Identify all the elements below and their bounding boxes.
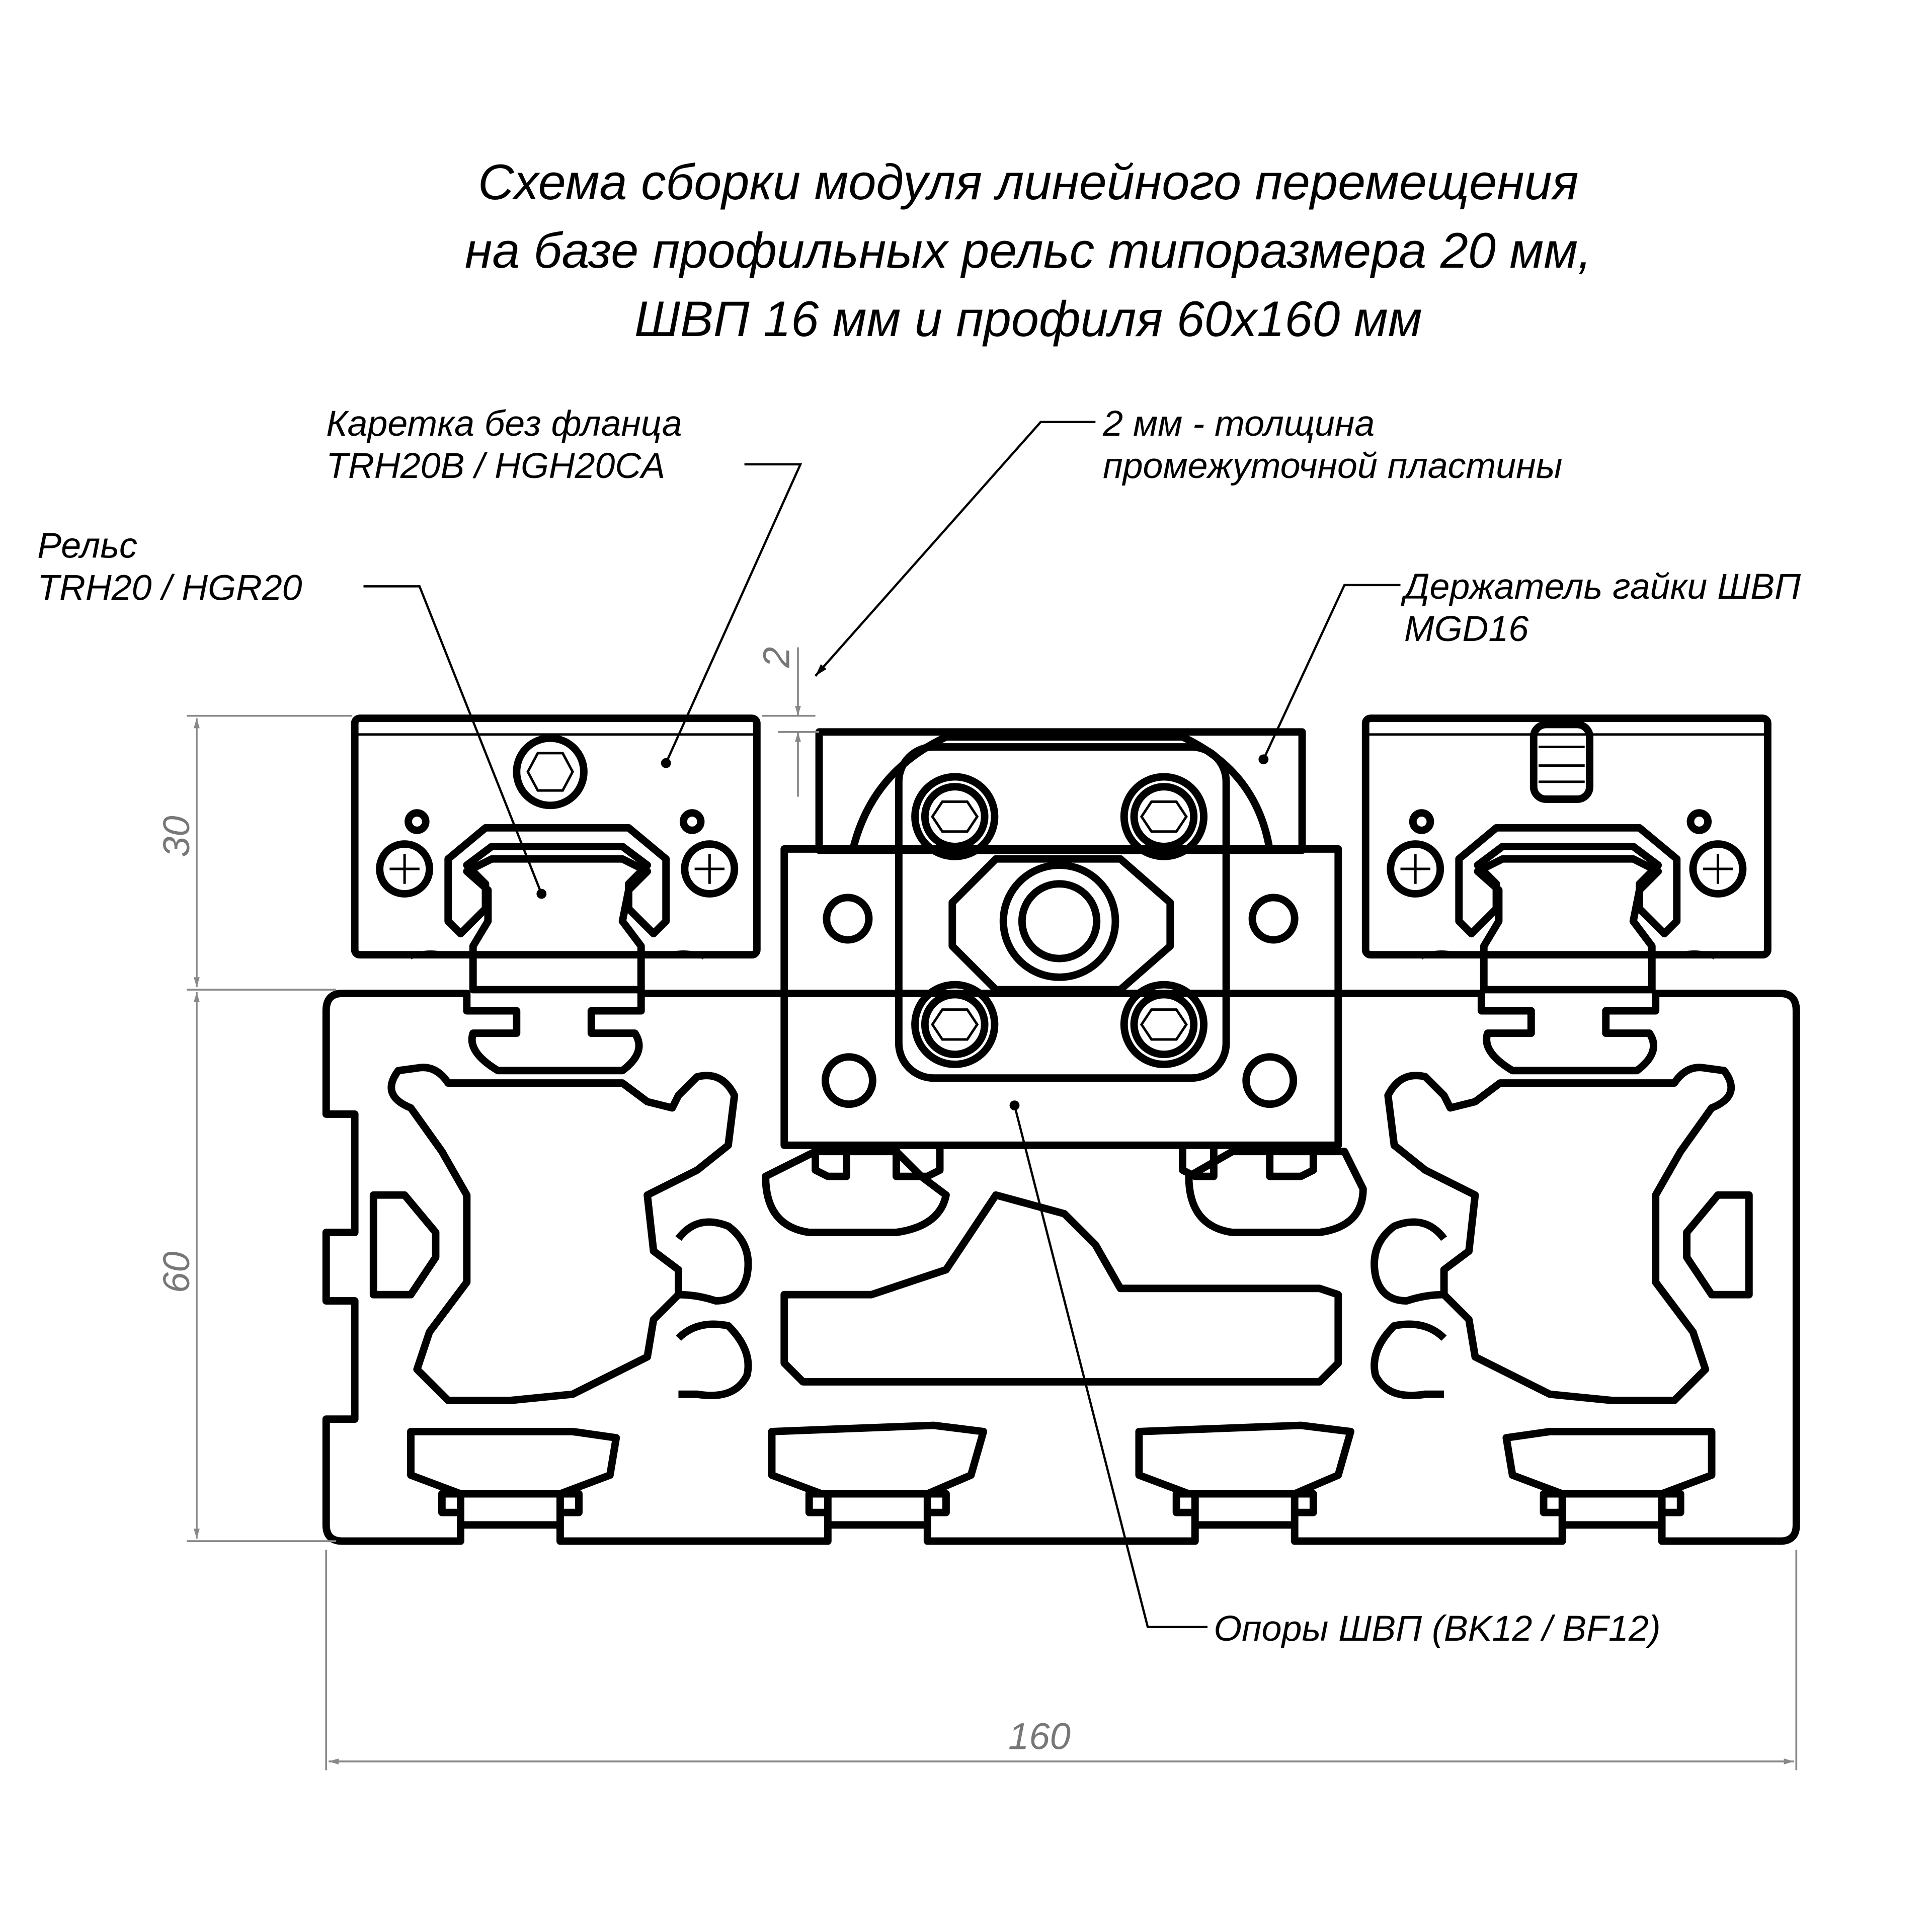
right-carriage [1361, 714, 1772, 994]
rail-label-line-2: TRH20 / HGR20 [37, 568, 302, 608]
bolt [911, 773, 999, 860]
callout-plate: 2 мм - толщина промежуточной пластины [814, 404, 1562, 677]
plate-label-line-2: промежуточной пластины [1103, 446, 1562, 486]
title-line-3: ШВП 16 мм и профиля 60х160 мм [634, 291, 1422, 347]
dim-plate-thickness: 2 [756, 647, 797, 668]
dimensions: 30 60 160 2 [155, 647, 1798, 1770]
dim-profile-height: 60 [155, 1251, 197, 1293]
bolt [911, 981, 999, 1068]
callout-rail: Рельс TRH20 / HGR20 [37, 525, 547, 899]
bolt [1120, 981, 1208, 1068]
callout-supports: Опоры ШВП (BK12 / BF12) [1009, 1100, 1661, 1649]
plate-label-line-1: 2 мм - толщина [1102, 404, 1375, 444]
bolt [1120, 773, 1208, 860]
nut-holder-label-line-1: Держатель гайки ШВП [1401, 567, 1801, 607]
left-carriage [351, 714, 761, 994]
aluminum-profile [322, 990, 1800, 1545]
supports-label: Опоры ШВП (BK12 / BF12) [1214, 1608, 1660, 1649]
ballscrew-nut-holder [780, 728, 1342, 1180]
title-line-1: Схема сборки модуля линейного перемещени… [478, 154, 1579, 210]
title-line-2: на базе профильных рельс типоразмера 20 … [465, 222, 1592, 278]
rail-label-line-1: Рельс [37, 525, 137, 566]
callout-carriage: Каретка без фланца TRH20B / HGH20CA [326, 404, 802, 768]
carriage-label-line-2: TRH20B / HGH20CA [326, 446, 665, 486]
dim-profile-width: 160 [1008, 1715, 1071, 1757]
nut-holder-label-line-2: MGD16 [1404, 609, 1528, 649]
dim-carriage-height: 30 [155, 816, 197, 857]
carriage-label-line-1: Каретка без фланца [326, 404, 682, 444]
title: Схема сборки модуля линейного перемещени… [465, 154, 1592, 347]
callout-nut-holder: Держатель гайки ШВП MGD16 [1258, 567, 1801, 765]
